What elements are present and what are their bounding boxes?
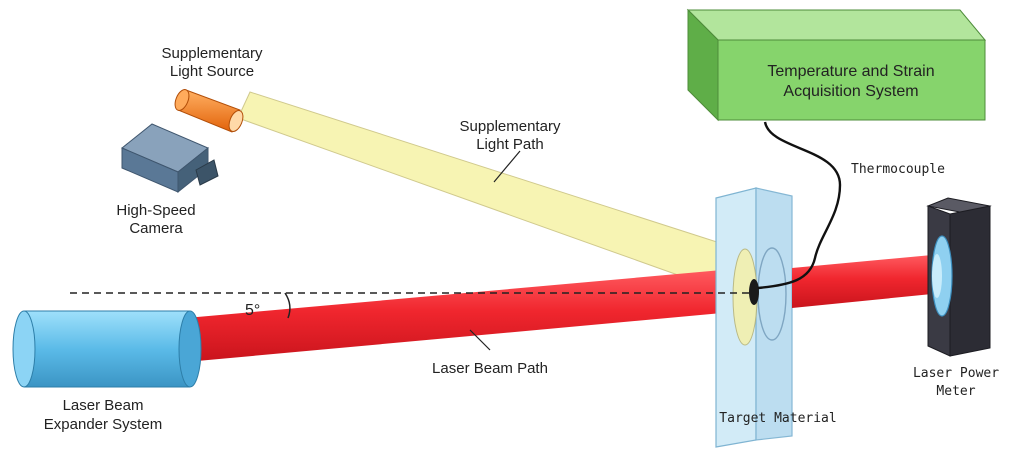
supp-path-leader xyxy=(493,150,521,183)
laser-beam-path xyxy=(186,270,722,362)
supp-path-label-2: Light Path xyxy=(476,136,544,153)
laser-beam-expander xyxy=(12,310,202,388)
supplementary-light-source xyxy=(174,89,244,133)
laser-beam-exit xyxy=(792,255,932,308)
expander-label-1: Laser Beam xyxy=(63,397,144,414)
power-meter-label-2: Meter xyxy=(936,384,975,399)
thermocouple-label: Thermocouple xyxy=(851,162,945,177)
target-material xyxy=(715,187,793,448)
supp-source-label-1: Supplementary xyxy=(162,45,263,62)
camera-label-1: High-Speed xyxy=(116,202,195,219)
beam-path-label: Laser Beam Path xyxy=(432,360,548,377)
power-meter-label-1: Laser Power xyxy=(913,366,999,381)
supp-path-label-1: Supplementary xyxy=(460,118,561,135)
angle-arc xyxy=(284,292,291,319)
angle-label: 5° xyxy=(245,302,260,319)
daq-label-2: Acquisition System xyxy=(783,83,918,100)
target-label: Target Material xyxy=(719,411,836,426)
temperature-strain-acquisition-box xyxy=(686,8,987,122)
daq-label-1: Temperature and Strain xyxy=(767,63,934,80)
supp-source-label-2: Light Source xyxy=(170,63,254,80)
camera-label-2: Camera xyxy=(129,220,183,237)
thermocouple-wire xyxy=(757,121,842,290)
expander-label-2: Expander System xyxy=(44,416,162,433)
laser-power-meter xyxy=(926,197,992,357)
high-speed-camera xyxy=(121,123,219,194)
beam-path-leader xyxy=(469,329,491,351)
